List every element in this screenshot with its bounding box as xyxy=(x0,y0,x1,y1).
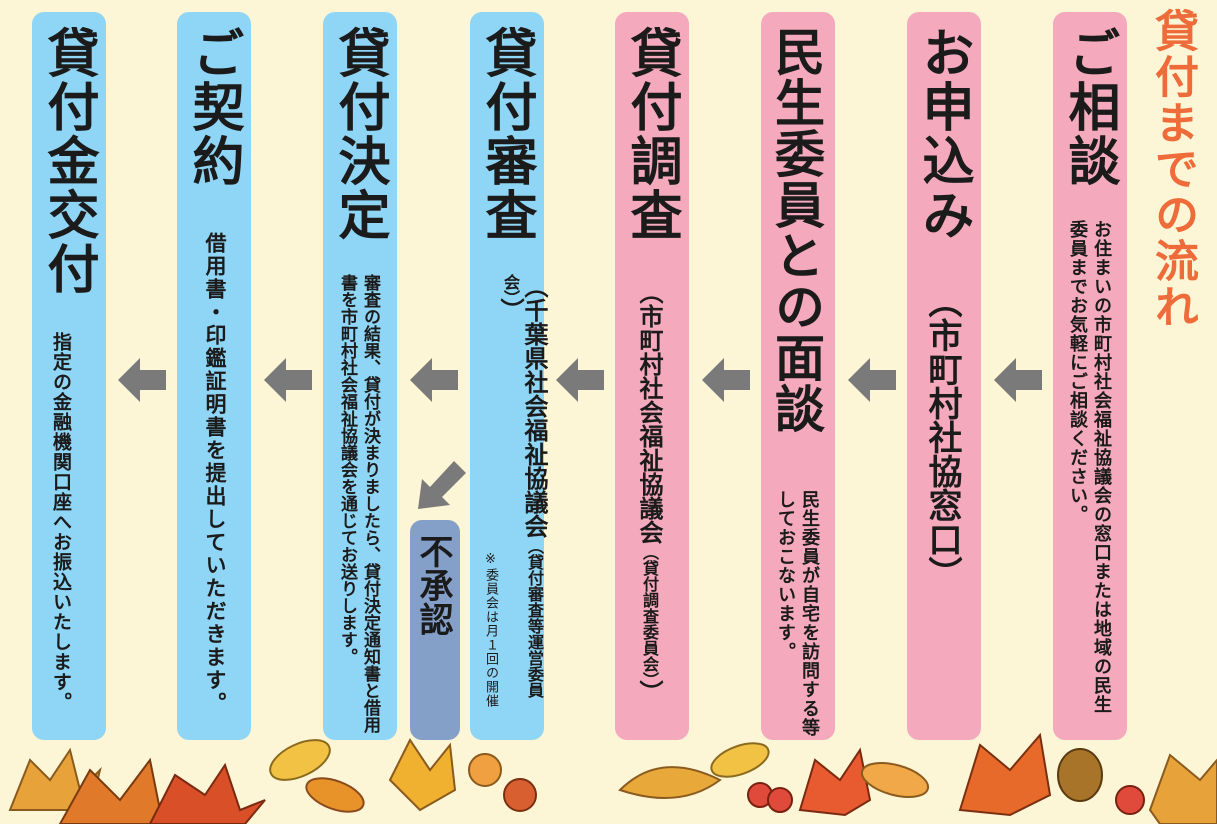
step-sub: （千葉県社会福祉協議会（貸付審査等運営委員会）） xyxy=(496,274,548,740)
left-arrow-icon xyxy=(848,358,896,402)
step-application: お申込み （市町村社協窓口） xyxy=(907,12,981,740)
step-contract: ご契約 借用書・印鑑証明書を提出していただきます。 xyxy=(177,12,251,740)
step-label: 貸付審査 xyxy=(476,26,536,242)
step-sub: （市町村社協窓口） xyxy=(922,284,962,590)
step-label: お申込み xyxy=(913,26,973,242)
leaf-icon xyxy=(958,732,1217,824)
step-review: 貸付審査 （千葉県社会福祉協議会（貸付審査等運営委員会）） ※委員会は月１回の開… xyxy=(470,12,548,740)
step-decision: 貸付決定 審査の結果、貸付が決まりましたら、貸付決定通知書と借用書を市町村社会福… xyxy=(323,12,397,740)
step-sub-committee: （貸付調査委員会） xyxy=(640,544,659,680)
step-sub-org: （千葉県社会福祉協議会 xyxy=(520,274,548,538)
leaf-icon xyxy=(8,747,266,824)
step-label: 民生委員との面談 xyxy=(767,26,825,434)
step-investigation: 貸付調査 （市町村社会福祉協議会（貸付調査委員会）） xyxy=(615,12,689,740)
page-title: 貸付までの流れ xyxy=(1147,8,1198,330)
step-consultation: ご相談 お住まいの市町村社会福祉協議会の窓口または地域の民生委員までお気軽にご相… xyxy=(1053,12,1127,740)
left-arrow-icon xyxy=(264,358,312,402)
leaf-icon xyxy=(269,738,537,813)
leaf-icon xyxy=(618,742,930,817)
step-description: 借用書・印鑑証明書を提出していただきます。 xyxy=(203,232,227,715)
step-description: 審査の結果、貸付が決まりましたら、貸付決定通知書と借用書を市町村社会福祉協議会を… xyxy=(337,274,380,733)
step-label: ご契約 xyxy=(183,26,243,188)
step-description: 民生委員が自宅を訪問する等しておこないます。 xyxy=(775,490,820,737)
step-description: 指定の金融機関口座へお振込いたします。 xyxy=(50,332,72,712)
left-arrow-icon xyxy=(702,358,750,402)
step-label: 貸付決定 xyxy=(329,26,389,242)
rejection-label: 不承認 xyxy=(413,534,453,636)
step-sub-committee: （貸付審査等運営委員会） xyxy=(501,274,544,698)
down-left-arrow-icon xyxy=(418,461,466,509)
left-arrow-icon xyxy=(994,358,1042,402)
step-sub-org: （市町村社会福祉協議会 xyxy=(635,280,663,544)
left-arrow-icon xyxy=(118,358,166,402)
step-description: お住まいの市町村社会福祉協議会の窓口または地域の民生委員までお気軽にご相談くださ… xyxy=(1067,220,1112,714)
step-label: 貸付金交付 xyxy=(38,26,98,296)
step-sub-close: ） xyxy=(635,680,663,704)
step-interview: 民生委員との面談 民生委員が自宅を訪問する等しておこないます。 xyxy=(761,12,835,740)
step-disbursement: 貸付金交付 指定の金融機関口座へお振込いたします。 xyxy=(32,12,106,740)
left-arrow-icon xyxy=(410,358,458,402)
rejection-box: 不承認 xyxy=(410,520,460,740)
step-label: ご相談 xyxy=(1059,26,1119,188)
left-arrow-icon xyxy=(556,358,604,402)
step-note: ※委員会は月１回の開催 xyxy=(483,552,498,708)
autumn-leaves-decoration xyxy=(8,732,1217,824)
step-label: 貸付調査 xyxy=(621,26,681,242)
step-sub-close: ） xyxy=(496,298,524,322)
step-sub: （市町村社会福祉協議会（貸付調査委員会）） xyxy=(635,280,663,704)
